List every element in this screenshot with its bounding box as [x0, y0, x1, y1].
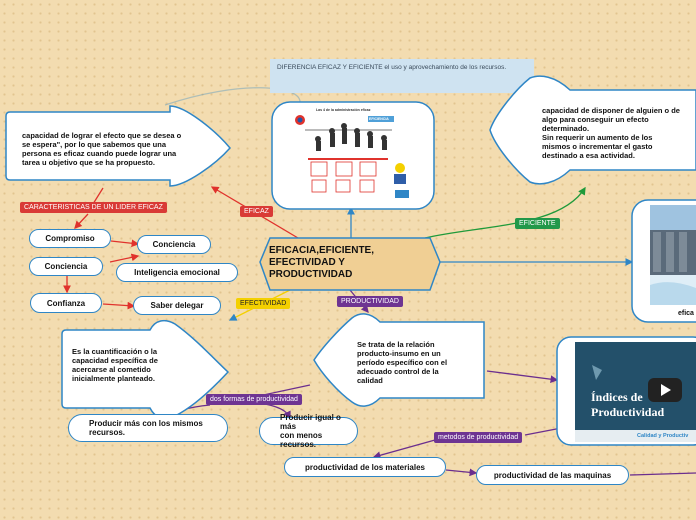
eficiente-def-line: Sin requerir un aumento de los — [542, 133, 653, 142]
edge-conciencia-conciencia — [109, 253, 140, 263]
productividad-def-line: calidad — [357, 376, 383, 385]
eficaz-image-title: Las 4 de la administración eficaz — [316, 108, 371, 112]
eficaz-def-shape — [5, 105, 231, 187]
tag-eficaz[interactable]: EFICAZ — [240, 206, 273, 217]
efectividad-definition[interactable]: Es la cuantificación o la capacidad espe… — [72, 347, 158, 383]
right-image-caption: efica — [678, 310, 694, 317]
producir-mas-line: Producir más con los mismos — [89, 419, 203, 428]
pill-prod-maquinas[interactable]: productividad de las maquinas — [476, 465, 629, 485]
productividad-definition[interactable]: Se trata de la relación producto-insumo … — [357, 340, 447, 385]
productividad-def-line: período específico con el — [357, 358, 448, 367]
eficiente-def-line: determinado. — [542, 124, 590, 133]
pill-conciencia-1[interactable]: Conciencia — [137, 235, 211, 254]
productividad-def-line: adecuado control de la — [357, 367, 439, 376]
producir-igual-line: Producir igual o más — [280, 413, 341, 431]
pill-inteligencia-emocional[interactable]: Inteligencia emocional — [116, 263, 238, 282]
pill-compromiso[interactable]: Compromiso — [29, 229, 111, 248]
productividad-def-line: Se trata de la relación — [357, 340, 435, 349]
pill-producir-igual[interactable]: Producir igual o más con menos recursos. — [259, 413, 358, 449]
pill-conciencia-2[interactable]: Conciencia — [29, 257, 103, 276]
producir-mas-line: recursos. — [89, 428, 126, 437]
note-box — [270, 59, 534, 93]
efectividad-def-line: inicialmente planteado. — [72, 374, 155, 383]
edge-dosformas-igual — [264, 403, 291, 420]
eficaz-def-line: se espera", por lo que sabemos que una — [22, 140, 167, 149]
eficaz-definition[interactable]: capacidad de lograr el efecto que se des… — [22, 131, 181, 167]
eficaz-def-line: tarea u objetivo que se ha propuesto. — [22, 158, 155, 167]
note-text[interactable]: DIFERENCIA EFICAZ Y EFICIENTE el uso y a… — [277, 64, 507, 71]
eficiente-def-line: mismos o incrementar el gasto — [542, 142, 653, 151]
efectividad-def-line: Es la cuantificación o la — [72, 347, 158, 356]
central-line-2: EFECTIVIDAD Y — [269, 257, 345, 268]
edge-compromiso-conciencia — [110, 239, 140, 248]
productividad-def-shape — [313, 313, 485, 407]
central-line-3: PRODUCTIVIDAD — [269, 269, 353, 280]
edge-central-eficiente — [424, 186, 586, 239]
eficaz-def-line: capacidad de lograr el efecto que se des… — [22, 131, 182, 140]
eficiente-def-line: destinado a esa actividad. — [542, 151, 635, 160]
productividad-def-line: producto-insumo en un — [357, 349, 441, 358]
central-title[interactable]: EFICACIA,EFICIENTE, EFECTIVIDAD Y PRODUC… — [269, 245, 374, 281]
eficiente-definition[interactable]: capacidad de disponer de alguien o de al… — [542, 106, 680, 160]
dam-illustration — [650, 205, 696, 305]
eficaz-image-tag: EFICIENCIA — [369, 117, 389, 121]
tag-eficiente[interactable]: EFICIENTE — [515, 218, 560, 229]
eficiente-def-line: algo para conseguir un efecto — [542, 115, 649, 124]
central-line-1: EFICACIA,EFICIENTE, — [269, 245, 375, 256]
edge-prod-video — [486, 370, 559, 384]
video-title[interactable]: Índices de Productividad — [591, 390, 664, 420]
eficiente-def-shape — [489, 75, 696, 185]
pill-saber-delegar[interactable]: Saber delegar — [133, 296, 221, 315]
tag-productividad[interactable]: PRODUCTIVIDAD — [337, 296, 403, 307]
play-icon — [661, 384, 671, 396]
video-title-line-2: Productividad — [591, 405, 665, 419]
eficaz-def-line: persona es eficaz cuando puede lograr un… — [22, 149, 177, 158]
efectividad-def-line: capacidad específica de — [72, 356, 158, 365]
edge-metodos-materiales — [372, 439, 436, 460]
edge-maquinas-out — [629, 472, 696, 476]
tag-caracteristicas[interactable]: CARACTERISTICAS DE UN LIDER EFICAZ — [20, 202, 167, 213]
edge-materiales-maquinas — [445, 468, 478, 477]
eficiente-def-line: capacidad de disponer de alguien o de — [542, 106, 680, 115]
video-title-line-1: Índices de — [591, 390, 643, 404]
tag-efectividad[interactable]: EFECTIVIDAD — [236, 298, 291, 309]
pill-confianza[interactable]: Confianza — [30, 293, 102, 313]
pill-prod-materiales[interactable]: productividad de los materiales — [284, 457, 446, 477]
tag-dos-formas[interactable]: dos formas de productividad — [206, 394, 302, 405]
pill-producir-mas[interactable]: Producir más con los mismos recursos. — [68, 414, 228, 442]
eficaz-illustration — [289, 106, 423, 202]
edge-caract-compromiso — [74, 213, 89, 229]
edge-image-note — [164, 87, 301, 106]
edge-confianza-delegar — [102, 301, 136, 310]
video-subtitle: Calidad y Productiv — [637, 433, 689, 439]
producir-igual-line: con menos recursos. — [280, 431, 323, 449]
central-node-shape — [259, 237, 441, 291]
efectividad-def-line: acercarse al cometido — [72, 365, 151, 374]
video-thumbnail — [575, 342, 696, 442]
tag-metodos[interactable]: metodos de productividad — [434, 432, 523, 443]
